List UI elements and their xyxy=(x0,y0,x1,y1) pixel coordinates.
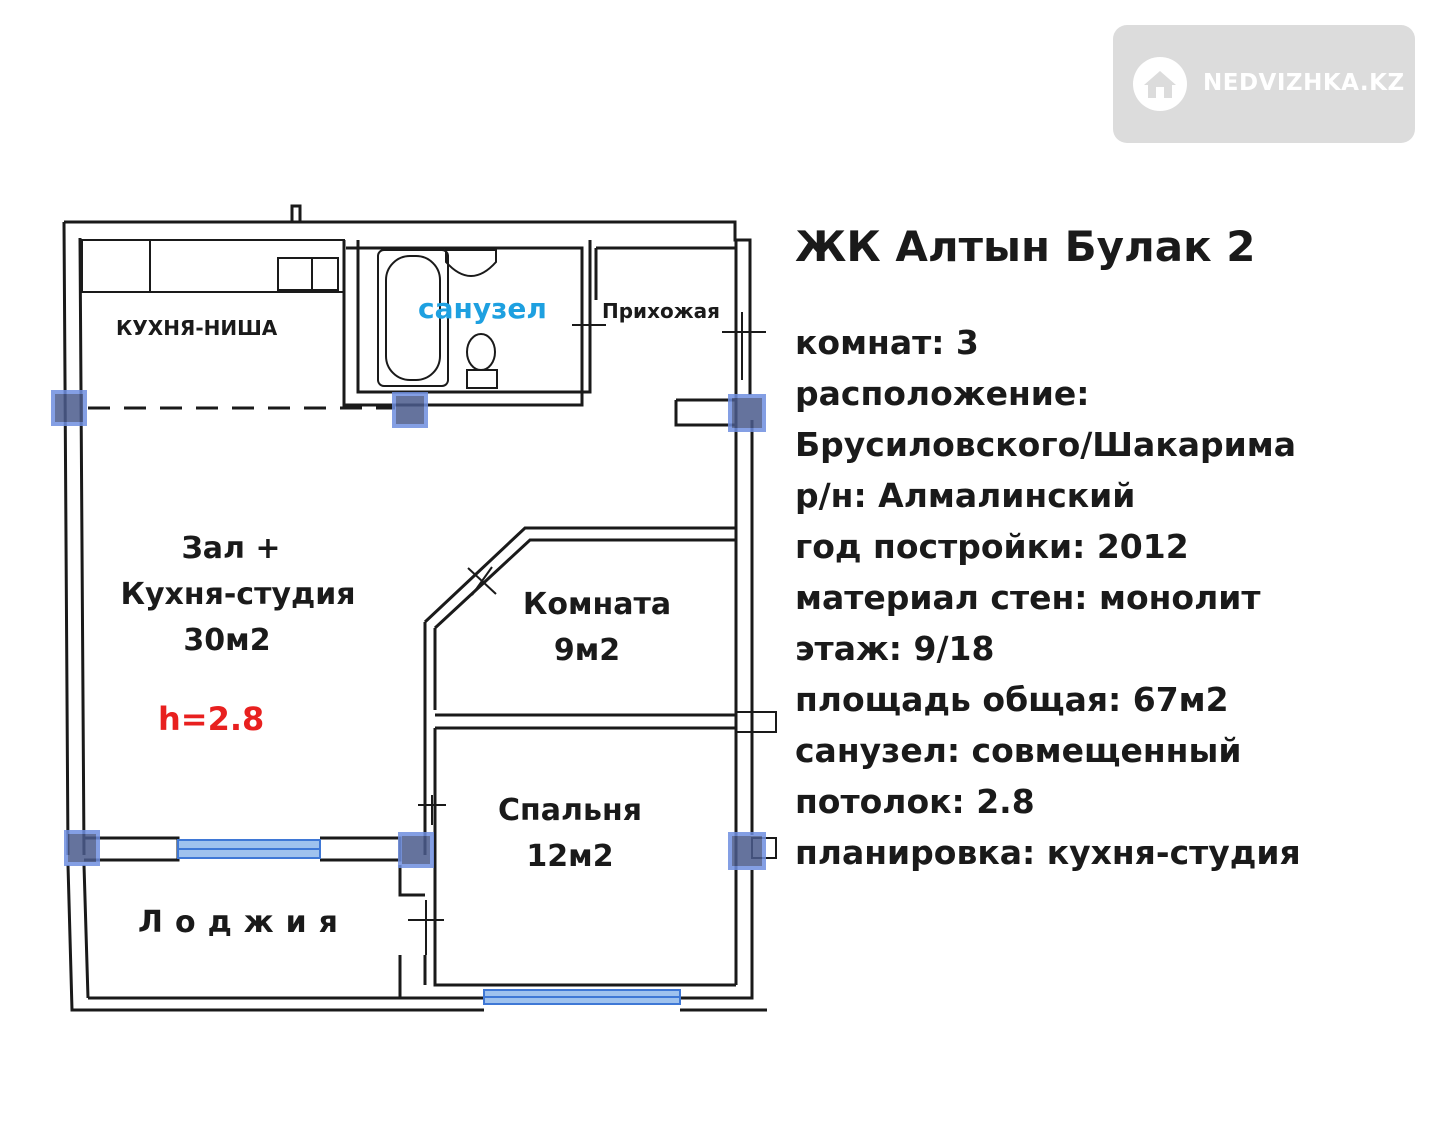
info-line: Брусиловского/Шакарима xyxy=(795,425,1296,464)
info-line: потолок: 2.8 xyxy=(795,782,1035,821)
hall-label-1: Зал + xyxy=(181,531,280,566)
info-line: год постройки: 2012 xyxy=(795,527,1189,566)
info-line: комнат: 3 xyxy=(795,323,979,362)
top-stub xyxy=(290,204,302,222)
house-icon xyxy=(1133,57,1187,111)
info-line: материал стен: монолит xyxy=(795,578,1261,617)
kitchen-counter xyxy=(81,239,345,293)
ceiling-height-label: h=2.8 xyxy=(158,700,264,738)
info-line: этаж: 9/18 xyxy=(795,629,995,668)
kitchen-niche-label: КУХНЯ-НИША xyxy=(116,316,278,340)
room-walls xyxy=(423,526,735,855)
room-label: Комната xyxy=(523,587,671,622)
info-line: планировка: кухня-студия xyxy=(795,833,1301,872)
hallway-label: Прихожая xyxy=(602,299,720,323)
watermark-badge: NEDVIZHKA.KZ xyxy=(1113,25,1415,143)
outer-wall xyxy=(62,220,767,1012)
info-line: р/н: Алмалинский xyxy=(795,476,1136,515)
bathroom-label: санузел xyxy=(418,292,547,325)
loggia-label: Лоджия xyxy=(138,905,350,940)
info-list: комнат: 3 расположение: Брусиловского/Шака… xyxy=(795,317,1435,878)
watermark-text: NEDVIZHKA.KZ xyxy=(1203,70,1405,96)
bedroom-label: Спальня xyxy=(498,793,642,828)
info-line: санузел: совмещенный xyxy=(795,731,1242,770)
info-line: расположение: xyxy=(795,374,1090,413)
bedroom-area: 12м2 xyxy=(526,839,613,874)
column xyxy=(51,390,766,870)
info-line: площадь общая: 67м2 xyxy=(795,680,1229,719)
room-area: 9м2 xyxy=(554,633,620,668)
washbasin xyxy=(445,249,497,277)
kitchen-sink xyxy=(277,257,339,291)
complex-title: ЖК Алтын Булак 2 xyxy=(795,222,1256,271)
bathtub xyxy=(377,249,449,387)
hall-label-2: Кухня-студия xyxy=(120,577,355,612)
property-info: ЖК Алтын Булак 2 комнат: 3 расположение: Б… xyxy=(795,222,1435,878)
floor-plan: КУХНЯ-НИША санузел Прихожая Зал + Кухня-… xyxy=(51,204,777,1012)
hallway-walls xyxy=(594,246,736,427)
bedroom-walls xyxy=(398,728,736,998)
hall-area: 30м2 xyxy=(183,623,270,658)
toilet xyxy=(466,333,496,371)
